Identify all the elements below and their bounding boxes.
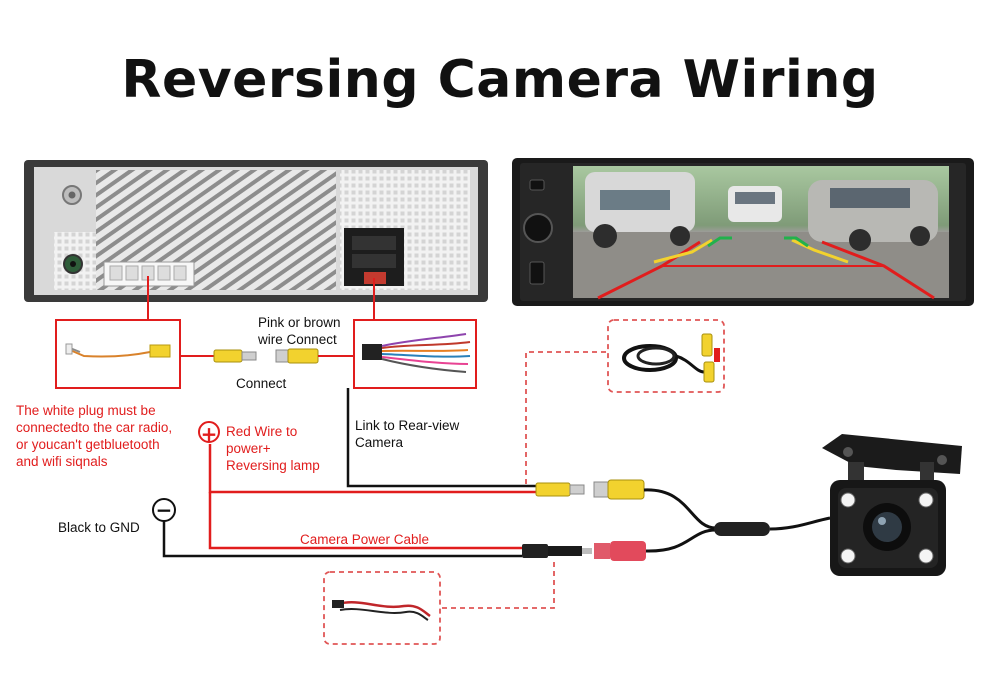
plus-symbol-icon: + [198,421,220,445]
minus-symbol-icon: − [152,498,176,522]
white-plug-warning: The white plug must be connectedto the c… [16,403,173,469]
white-plug-cable-icon [65,343,171,358]
dc-plug-icon [522,541,646,561]
page-title: Reversing Camera Wiring [121,50,879,110]
rca-cable-box [607,319,725,393]
radio-front-screen-icon [512,158,974,306]
red-wire-label: Red Wire to power+ Reversing lamp [226,424,320,473]
rca-plug-icon [535,479,645,500]
camera-power-label: Camera Power Cable [300,532,430,547]
rca-connect-icon [180,348,354,364]
power-cable-box [323,571,441,645]
connect-label: Connect [236,376,287,391]
rca-cable-icon [622,333,720,383]
power-cable-icon [332,600,431,621]
pink-brown-label: Pink or brown wire Connect [258,315,341,347]
black-gnd-label: Black to GND [58,520,140,535]
link-camera-label: Link to Rear-view Camera [355,418,460,450]
harness-wires-icon [362,333,471,373]
camera-icon [822,434,962,576]
radio-back-panel-icon [24,160,488,302]
